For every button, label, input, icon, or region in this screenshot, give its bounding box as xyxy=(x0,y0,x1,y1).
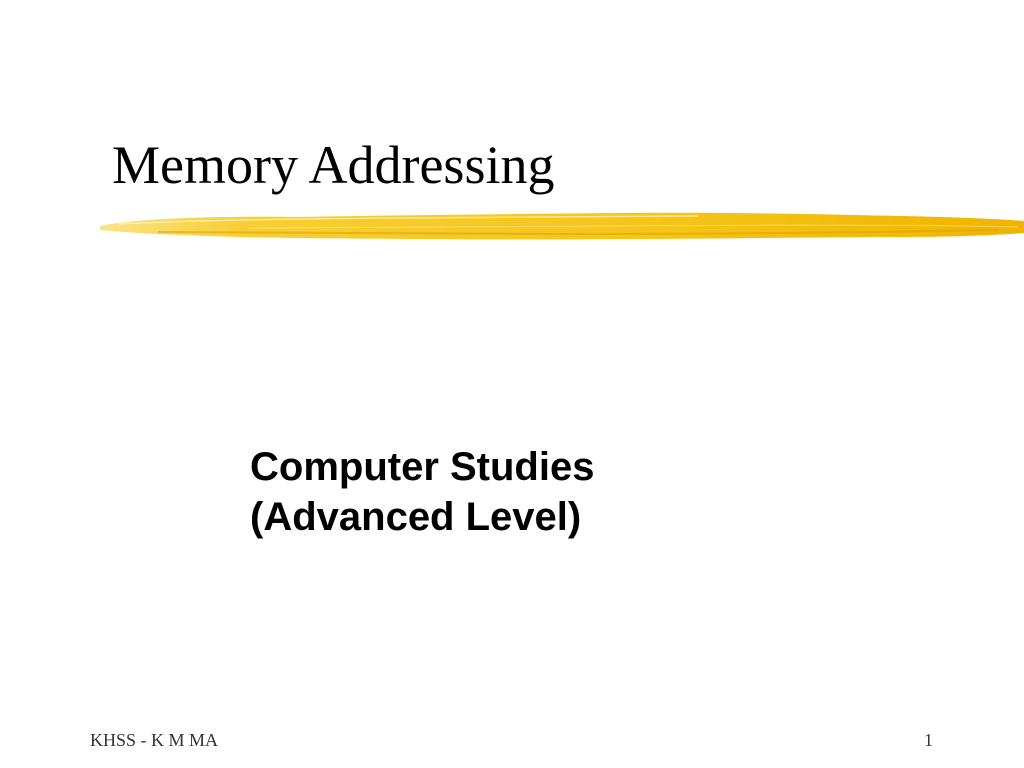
brush-stroke-underline xyxy=(100,212,1024,240)
footer-text: KHSS - K M MA xyxy=(90,730,219,750)
slide-number: 1 xyxy=(924,730,933,750)
subtitle-line-1: Computer Studies xyxy=(250,445,595,489)
subtitle: Computer Studies (Advanced Level) xyxy=(250,442,594,542)
slide-title: Memory Addressing xyxy=(112,135,555,195)
subtitle-line-2: (Advanced Level) xyxy=(250,495,582,539)
